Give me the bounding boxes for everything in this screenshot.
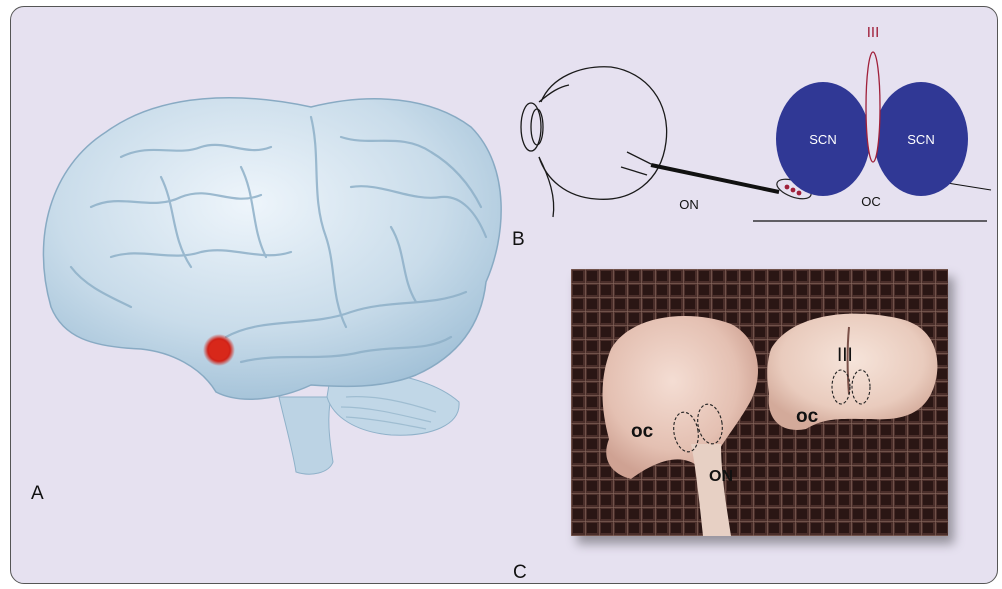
label-optic-chiasm: OC xyxy=(861,194,881,209)
photo-label-oc-right: oc xyxy=(796,406,819,427)
eyelid-upper xyxy=(539,85,569,102)
photo-label-oc-left: oc xyxy=(631,421,654,442)
panel-letter-b: B xyxy=(512,229,525,251)
photo-label-third-ventricle: III xyxy=(837,345,853,366)
label-scn-right: SCN xyxy=(907,132,934,147)
eyelid-lower xyxy=(539,157,554,217)
optic-nerve-tract xyxy=(651,165,779,192)
figure-panel: A III SCN SCN ON OC xyxy=(10,6,998,584)
label-scn-left: SCN xyxy=(809,132,836,147)
tissue-right xyxy=(767,314,937,430)
panel-letter-c: C xyxy=(513,562,527,584)
third-ventricle xyxy=(866,52,880,162)
label-optic-nerve: ON xyxy=(679,197,699,212)
eyeball xyxy=(539,67,667,200)
tissue-photo: III oc oc ON xyxy=(571,269,948,536)
photo-label-optic-nerve: ON xyxy=(709,468,733,485)
label-third-ventricle: III xyxy=(867,24,880,41)
